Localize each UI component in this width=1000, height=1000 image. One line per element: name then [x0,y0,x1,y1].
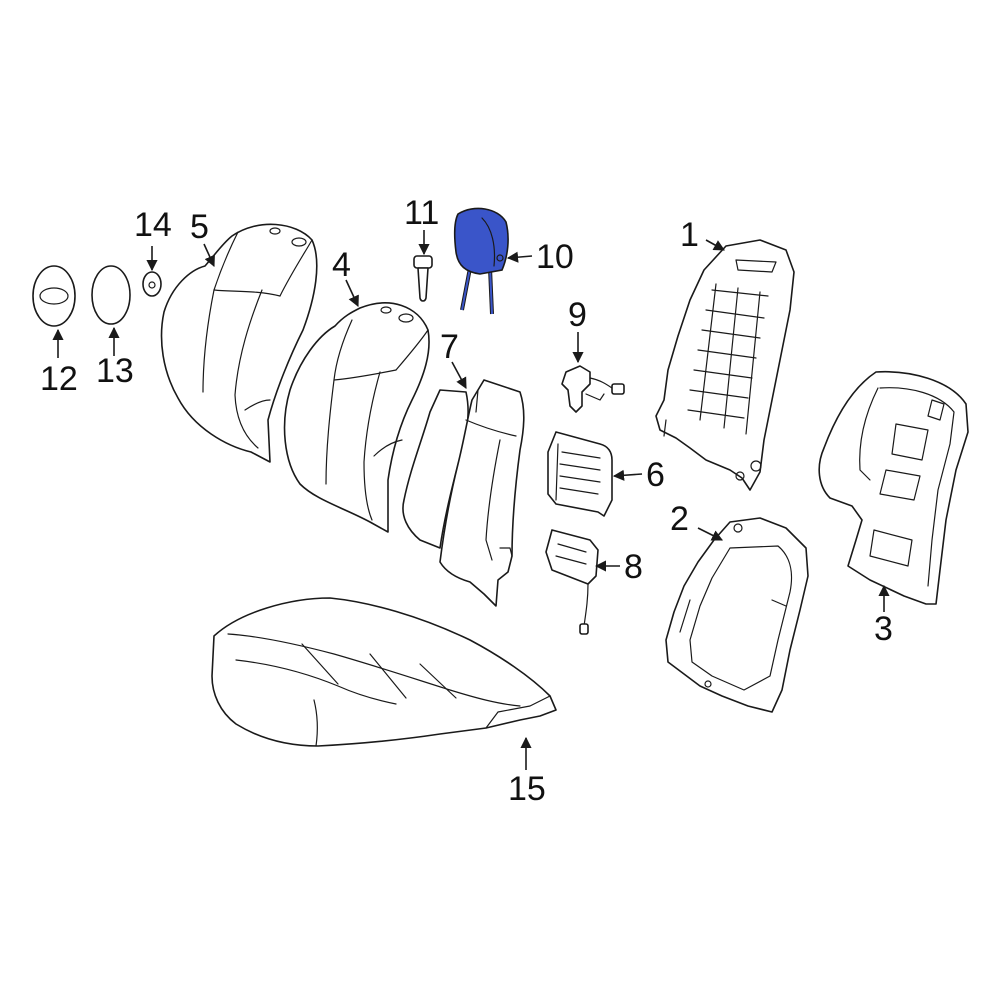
callout-8[interactable]: 8 [624,548,643,586]
callout-4[interactable]: 4 [332,246,351,284]
callout-14[interactable]: 14 [134,206,172,244]
callout-3[interactable]: 3 [874,610,893,648]
part-7-backrest-panel[interactable] [402,379,525,607]
callout-15[interactable]: 15 [508,770,546,808]
part-10-headrest[interactable] [453,207,509,315]
callout-11[interactable]: 11 [404,194,439,232]
callout-13[interactable]: 13 [96,352,134,390]
part-5-seatback-cover[interactable] [160,223,318,463]
part-1-backrest-frame[interactable] [655,239,795,491]
part-4-seatback-pad[interactable] [283,302,430,533]
callout-10[interactable]: 10 [536,238,574,276]
part-11-guide-sleeve[interactable] [413,255,433,302]
part-15-cushion-cover[interactable] [211,597,557,747]
callout-6[interactable]: 6 [646,456,665,494]
part-14-clip[interactable] [142,271,162,297]
part-3-rear-panel[interactable] [818,370,969,605]
part-2-lower-frame[interactable] [665,517,809,713]
part-13-ring[interactable] [91,265,131,325]
part-8-heater-element[interactable] [545,529,599,635]
part-12-cover-disc[interactable] [32,265,76,327]
callout-labels: 1 2 3 4 5 6 7 8 9 10 11 12 13 14 15 [40,194,893,808]
callout-1[interactable]: 1 [680,216,699,254]
callout-7[interactable]: 7 [440,328,459,366]
callout-5[interactable]: 5 [190,208,209,246]
callout-12[interactable]: 12 [40,360,78,398]
leader-lines [52,230,890,770]
part-9-lumbar-adjuster[interactable] [561,365,625,413]
callout-9[interactable]: 9 [568,296,587,334]
part-6-lumbar-support[interactable] [547,431,613,517]
callout-2[interactable]: 2 [670,500,689,538]
